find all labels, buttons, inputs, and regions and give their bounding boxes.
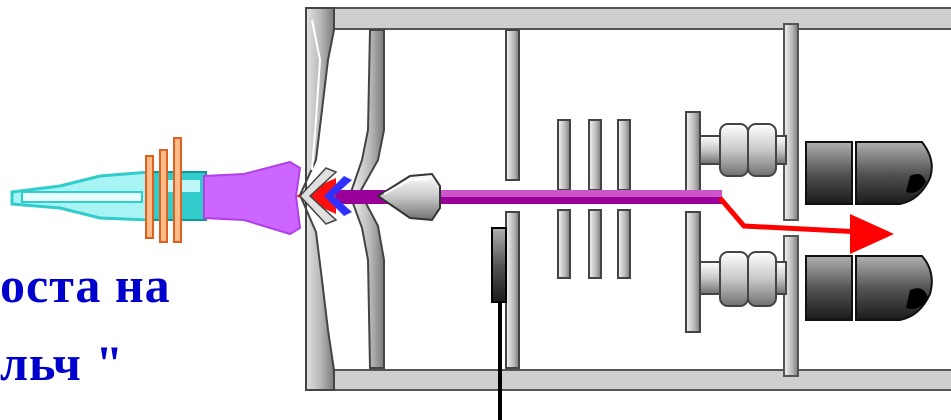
detector-top-icon (806, 142, 932, 204)
quadrupole-plate (686, 112, 700, 332)
upper-rods (700, 124, 786, 176)
sampler-cone-icon (378, 174, 440, 220)
plasma (204, 162, 300, 234)
rf-coils (146, 138, 181, 242)
detector-bottom-icon (806, 256, 932, 320)
lower-rods (700, 252, 786, 306)
red-arrow-icon (720, 198, 894, 254)
probe-icon (492, 228, 506, 420)
